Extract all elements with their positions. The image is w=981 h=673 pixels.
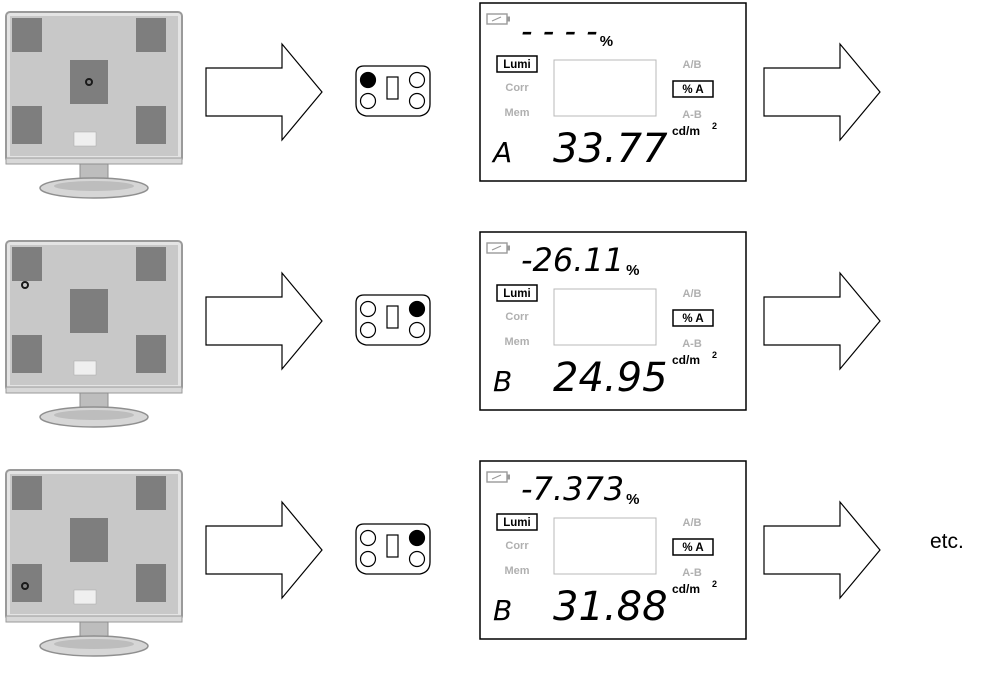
corr-label: Corr xyxy=(505,82,529,94)
main-reading: 33.77 xyxy=(553,126,668,172)
remote-button-top-left xyxy=(359,300,377,318)
etc-label: etc. xyxy=(930,530,964,553)
corr-label: Corr xyxy=(505,540,529,552)
unit-exponent: 2 xyxy=(712,579,717,589)
top-unit-percent: % xyxy=(626,262,639,279)
remote-button-top-right xyxy=(408,529,426,547)
remote-button-top-right xyxy=(408,71,426,89)
top-reading: - - - - xyxy=(521,12,598,50)
remote-button-top-left xyxy=(359,529,377,547)
percent-a-label: % A xyxy=(682,542,703,554)
lumi-label: Lumi xyxy=(503,517,530,529)
battery-icon xyxy=(486,471,510,483)
probe-circle xyxy=(85,78,93,86)
remote-control xyxy=(355,523,431,575)
remote-button-top-right xyxy=(408,300,426,318)
meter-lcd-display: -7.373 % Lumi Corr Mem A/B % A A-B B 31.… xyxy=(479,460,747,640)
flow-arrow xyxy=(763,500,881,600)
corr-label: Corr xyxy=(505,311,529,323)
main-reading: 24.95 xyxy=(553,355,668,401)
probe-circle xyxy=(21,582,29,590)
unit-cd-m2: cd/m xyxy=(672,582,700,596)
meter-lcd-display: -26.11 % Lumi Corr Mem A/B % A A-B B 24.… xyxy=(479,231,747,411)
flow-arrow xyxy=(763,42,881,142)
unit-exponent: 2 xyxy=(712,350,717,360)
measurement-row-1: - - - - % Lumi Corr Mem A/B % A A-B A 33… xyxy=(0,0,981,215)
monitor-with-test-pattern xyxy=(5,469,183,657)
main-reading: 31.88 xyxy=(553,584,668,630)
mode-letter: B xyxy=(493,365,512,398)
mem-label: Mem xyxy=(504,336,529,348)
top-reading: -7.373 xyxy=(521,470,624,508)
battery-icon xyxy=(486,13,510,25)
mode-letter: B xyxy=(493,594,512,627)
a-minus-b-label: A-B xyxy=(682,567,702,579)
meter-lcd-display: - - - - % Lumi Corr Mem A/B % A A-B A 33… xyxy=(479,2,747,182)
unit-cd-m2: cd/m xyxy=(672,353,700,367)
probe-circle xyxy=(21,281,29,289)
monitor-with-test-pattern xyxy=(5,240,183,428)
remote-control xyxy=(355,294,431,346)
lumi-label: Lumi xyxy=(503,288,530,300)
top-unit-percent: % xyxy=(600,33,613,50)
mem-label: Mem xyxy=(504,107,529,119)
monitor-with-test-pattern xyxy=(5,11,183,199)
top-unit-percent: % xyxy=(626,491,639,508)
percent-a-label: % A xyxy=(682,313,703,325)
battery-icon xyxy=(486,242,510,254)
mem-label: Mem xyxy=(504,565,529,577)
ab-label: A/B xyxy=(683,59,702,71)
top-reading: -26.11 xyxy=(521,241,624,279)
remote-control xyxy=(355,65,431,117)
ab-label: A/B xyxy=(683,288,702,300)
percent-a-label: % A xyxy=(682,84,703,96)
a-minus-b-label: A-B xyxy=(682,109,702,121)
a-minus-b-label: A-B xyxy=(682,338,702,350)
measurement-row-2: -26.11 % Lumi Corr Mem A/B % A A-B B 24.… xyxy=(0,229,981,444)
ab-label: A/B xyxy=(683,517,702,529)
unit-exponent: 2 xyxy=(712,121,717,131)
flow-arrow xyxy=(763,271,881,371)
mode-letter: A xyxy=(491,136,512,169)
flow-arrow xyxy=(205,500,323,600)
lumi-label: Lumi xyxy=(503,59,530,71)
flow-arrow xyxy=(205,271,323,371)
measurement-row-3: -7.373 % Lumi Corr Mem A/B % A A-B B 31.… xyxy=(0,458,981,673)
unit-cd-m2: cd/m xyxy=(672,124,700,138)
remote-button-top-left xyxy=(359,71,377,89)
flow-arrow xyxy=(205,42,323,142)
